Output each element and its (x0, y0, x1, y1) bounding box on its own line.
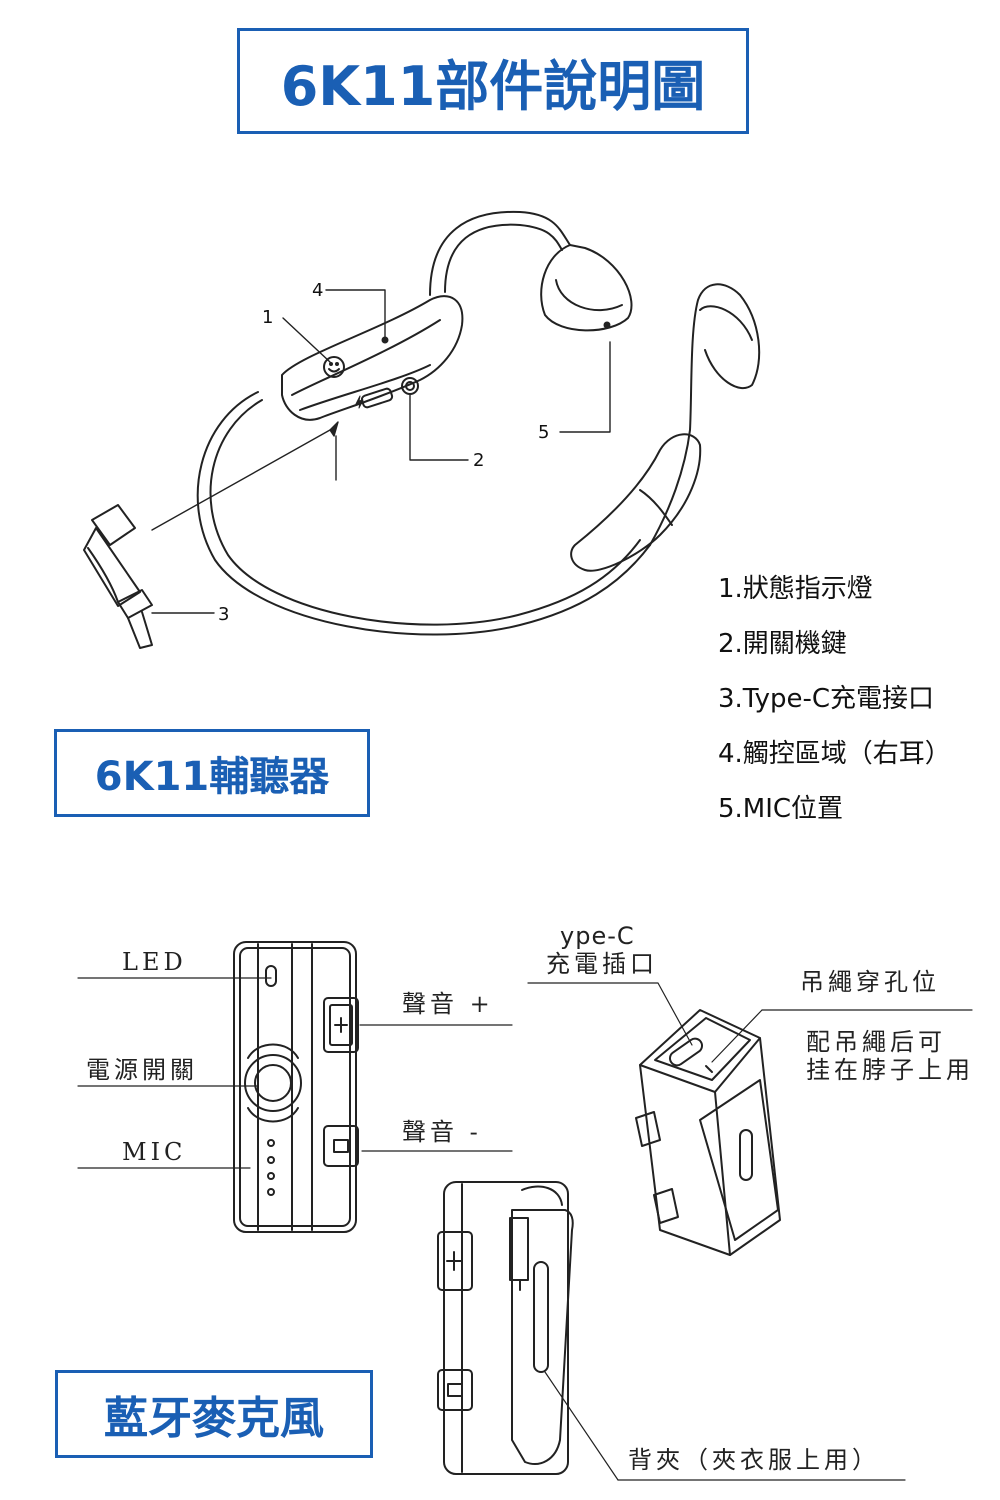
label-lanyard: 吊繩穿孔位 (800, 968, 940, 996)
page-title: 6K11部件說明圖 (237, 28, 749, 134)
label-mic: MIC (122, 1138, 186, 1166)
microphone-title-text: 藍牙麥克風 (104, 1393, 324, 1444)
neckband (196, 391, 651, 636)
mic-front-view (233, 941, 359, 1233)
label-led: LED (122, 948, 187, 976)
label-typec-2: 充電插口 (546, 950, 658, 978)
lightning-icon (355, 395, 364, 409)
headphone-drawing: 1 2 3 4 5 (83, 210, 761, 649)
left-ear-hook (540, 244, 633, 332)
label-lanyard-note-2: 挂在脖子上用 (806, 1056, 974, 1084)
back-clip (511, 1209, 574, 1465)
power-button-ring (244, 1054, 302, 1112)
parts-legend: 1.狀態指示燈 2.開關機鍵 3.Type-C充電接口 4.觸控區域（右耳） 5… (718, 562, 951, 837)
label-clip: 背夾（夾衣服上用） (628, 1446, 880, 1474)
hearing-aid-title: 6K11輔聽器 (54, 729, 370, 817)
label-vol-up: 聲音 + (402, 990, 494, 1018)
typec-plug (83, 504, 153, 649)
callout-5: 5 (538, 422, 549, 443)
callout-2: 2 (473, 450, 484, 471)
hearing-aid-title-text: 6K11輔聽器 (94, 754, 330, 800)
plus-icon (334, 1017, 348, 1033)
legend-item-3: 3.Type-C充電接口 (718, 684, 935, 714)
smile-icon (323, 356, 345, 378)
mic-back-view (437, 1181, 574, 1475)
mic-iso-view (635, 1009, 781, 1256)
legend-item-1: 1.狀態指示燈 (718, 574, 873, 604)
minus-icon (333, 1139, 349, 1153)
legend-item-2: 2.開關機鍵 (718, 629, 847, 659)
right-ear-hook (649, 283, 761, 546)
microphone-title: 藍牙麥克風 (55, 1370, 373, 1458)
page-title-text: 6K11部件說明圖 (280, 54, 706, 118)
label-typec-1: ype-C (560, 922, 635, 950)
callout-3: 3 (218, 604, 229, 625)
callout-lines (151, 289, 611, 614)
power-icon (401, 377, 419, 395)
callout-1: 1 (262, 307, 273, 328)
callout-4: 4 (312, 280, 323, 301)
label-vol-down: 聲音 - (402, 1118, 482, 1146)
legend-item-4: 4.觸控區域（右耳） (718, 739, 951, 769)
control-body (281, 295, 464, 421)
legend-item-5: 5.MIC位置 (718, 794, 844, 824)
label-lanyard-note-1: 配吊繩后可 (806, 1028, 946, 1056)
label-power: 電源開關 (86, 1056, 198, 1084)
